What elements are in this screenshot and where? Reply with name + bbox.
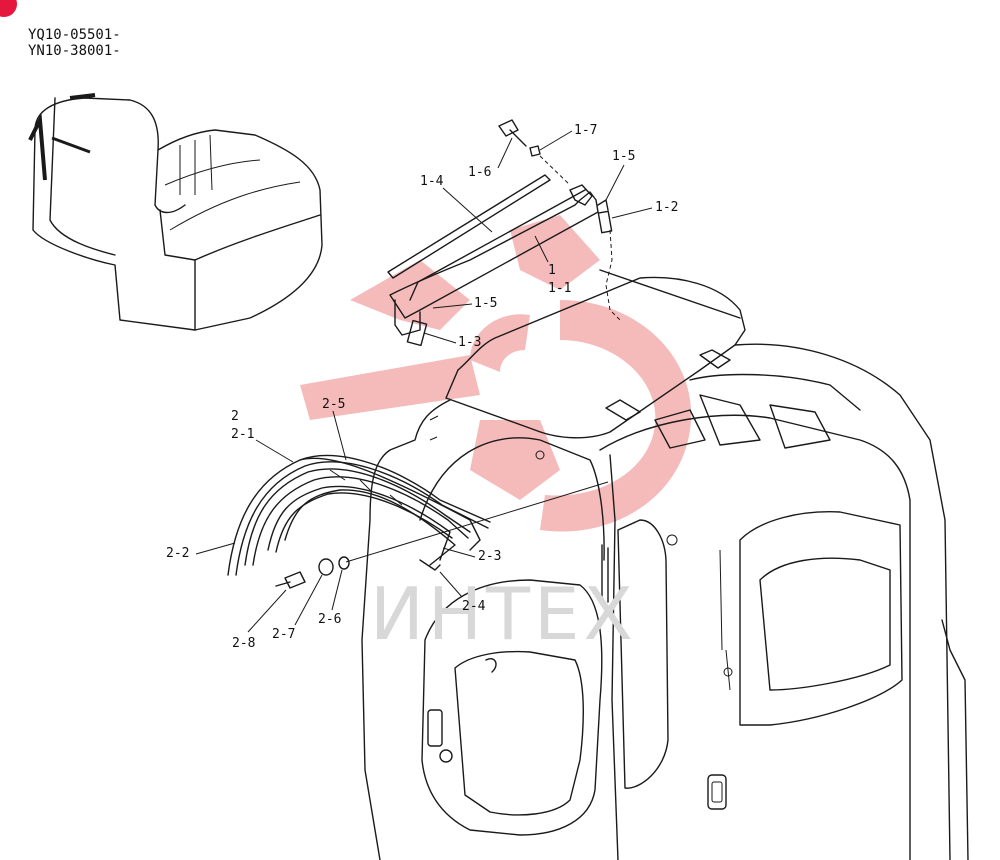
callout-2-1: 2-1: [231, 427, 255, 442]
callout-2: 2: [231, 409, 239, 424]
callout-2-3: 2-3: [478, 549, 502, 564]
callout-1-6: 1-6: [468, 165, 492, 180]
watermark-logo: [300, 215, 692, 532]
callout-2-5: 2-5: [322, 397, 346, 412]
watermark-text: ИНТЕХ: [370, 572, 637, 656]
serial-number-block: YQ10-05501- YN10-38001-: [28, 27, 121, 59]
cab-overview: [28, 93, 323, 331]
callout-1-2: 1-2: [655, 200, 679, 215]
cab-body: [361, 269, 969, 860]
leader-lines: [195, 130, 653, 633]
callout-2-6: 2-6: [318, 612, 342, 627]
serial-number-1: YQ10-05501-: [28, 27, 121, 43]
callout-1-5-lower: 1-5: [474, 296, 498, 311]
callout-2-8: 2-8: [232, 636, 256, 651]
callout-1-4: 1-4: [420, 174, 444, 189]
serial-number-2: YN10-38001-: [28, 43, 121, 59]
weatherstrip-assembly: [227, 454, 491, 589]
callout-2-4: 2-4: [462, 599, 486, 614]
callout-1-3: 1-3: [458, 335, 482, 350]
callout-1-1: 1-1: [548, 281, 572, 296]
callout-1: 1: [548, 263, 556, 278]
callout-1-7: 1-7: [574, 123, 598, 138]
wiper-assembly: [387, 119, 621, 347]
callout-1-5-upper: 1-5: [612, 149, 636, 164]
callout-2-2: 2-2: [166, 546, 190, 561]
corner-badge: [0, 0, 17, 17]
callout-2-7: 2-7: [272, 627, 296, 642]
